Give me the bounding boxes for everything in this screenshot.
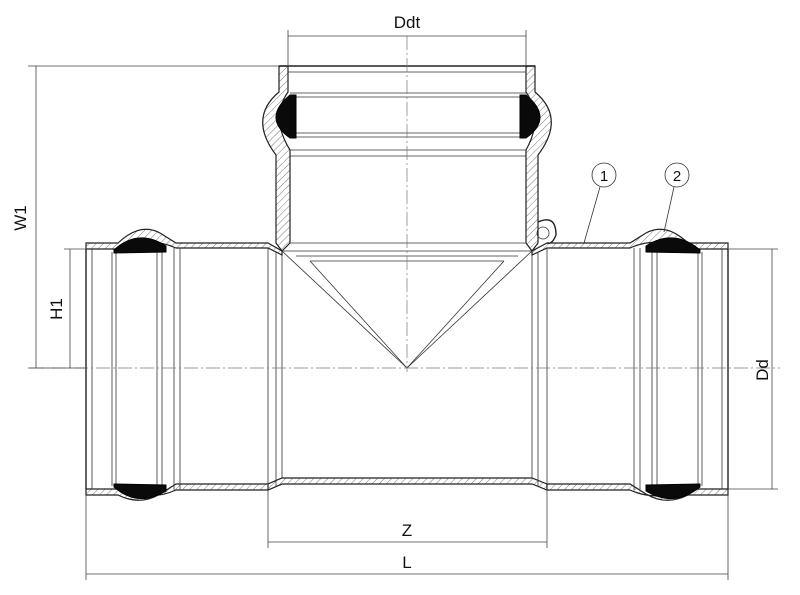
seal-ring-top-left [113,237,167,254]
dim-label-dd: Dd [753,359,772,381]
bottom-wall-left-socket [85,477,283,501]
dim-label-ddt: Ddt [394,13,421,32]
lug-hole [536,226,550,240]
dim-label-h1: H1 [47,298,66,320]
dim-label-z: Z [402,521,412,540]
callout-2-number: 2 [673,168,681,185]
bottom-wall-middle [267,477,548,491]
callout-2: 2 [663,162,690,233]
callout-1-number: 1 [600,168,608,185]
branch-wall-left [262,65,291,252]
seal-ring-bottom-left [113,483,167,499]
top-wall-right-socket [531,228,729,256]
bottom-wall-right-socket [546,483,729,501]
dim-label-l: L [402,553,411,572]
seal-ring-branch-right [519,94,541,139]
dimensions: Ddt W1 H1 Dd Z L [11,13,778,580]
callout-1: 1 [583,162,617,244]
seal-ring-bottom-right [645,483,701,499]
branch [262,65,557,369]
seal-ring-top-right [645,237,701,254]
seal-ring-branch-left [275,94,297,139]
branch-wall-right [525,65,552,252]
dim-label-w1: W1 [11,205,30,231]
main-run [85,228,729,501]
